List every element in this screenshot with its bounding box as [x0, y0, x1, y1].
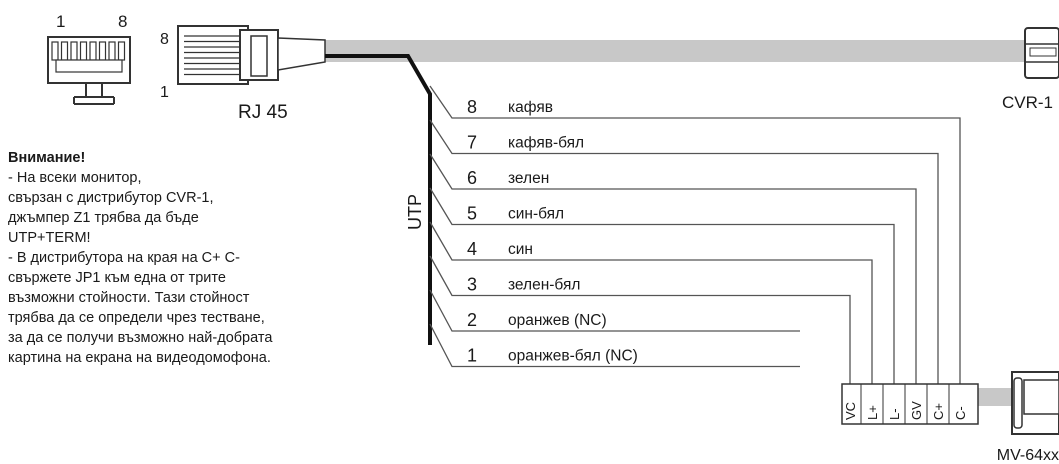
wire-color-label: кафяв [508, 99, 553, 116]
warning-title: Внимание! [8, 150, 86, 166]
cable-to-monitor [978, 388, 1012, 406]
rj45-front-view [47, 36, 131, 105]
distributor-icon [1024, 27, 1059, 79]
warning-line: свързан с дистрибутор CVR-1, [8, 190, 214, 206]
terminal-label: VC [843, 402, 858, 420]
warning-line: джъмпер Z1 трябва да бъде [8, 210, 199, 226]
warning-note: Внимание! - На всеки монитор, свързан с … [8, 148, 408, 368]
wire-line [429, 153, 917, 384]
rj45-pin [108, 41, 116, 61]
wire-number: 7 [467, 133, 477, 153]
warning-line: UTP+TERM! [8, 230, 91, 246]
warning-line: трябва да се определи чрез тестване, [8, 310, 265, 326]
rj45-pin [60, 41, 69, 61]
monitor-icon [1011, 371, 1059, 435]
wire-line [429, 221, 873, 384]
utp-label: UTP [405, 194, 425, 230]
rj45-pin [89, 41, 97, 61]
wire-line [429, 187, 895, 384]
side-pin-bottom-label: 1 [160, 84, 169, 101]
wire-color-label: син-бял [508, 206, 564, 223]
rj45-label: RJ 45 [238, 102, 288, 123]
wire-line [429, 85, 961, 384]
wire-lines: 8 кафяв 7 кафяв-бял 6 зелен 5 син-бял 4 син 3 зелен… [429, 85, 961, 384]
rj45-pin [117, 41, 126, 61]
rj45-pin [79, 41, 88, 61]
wire-number: 2 [467, 310, 477, 330]
terminal-label: L+ [865, 405, 880, 420]
wire-color-label: зелен-бял [508, 277, 580, 294]
rj45-wire-bundle [184, 35, 246, 76]
side-pin-top-label: 8 [160, 31, 169, 48]
wire-number: 5 [467, 204, 477, 224]
rj45-pin [98, 41, 107, 61]
warning-line: - На всеки монитор, [8, 170, 142, 186]
terminal-block: VC L+ L- GV C+ C- [841, 383, 979, 425]
warning-line: картина на екрана на видеодомофона. [8, 350, 271, 366]
rj45-pin [70, 41, 78, 61]
terminal-label: L- [887, 408, 902, 420]
utp-cable [325, 54, 432, 345]
terminal-label: GV [909, 401, 924, 420]
wire-number: 4 [467, 239, 477, 259]
distributor-label: CVR-1 [1002, 93, 1053, 112]
terminal-label: C+ [931, 403, 946, 420]
wire-line [429, 255, 851, 384]
wire-number: 3 [467, 275, 477, 295]
wire-color-label: син [508, 241, 533, 258]
warning-line: за да се получи възможно най-добрата [8, 330, 273, 346]
pin-first-label: 1 [56, 12, 65, 31]
wire-line [429, 289, 800, 332]
wire-number: 6 [467, 168, 477, 188]
terminal-label: C- [953, 406, 968, 420]
warning-line: възможни стойности. Тази стойност [8, 290, 250, 306]
wire-color-label: оранжев (NC) [508, 312, 607, 329]
cable-to-distributor [325, 40, 1025, 62]
monitor-label: MV-64xx [997, 447, 1059, 464]
wire-color-label: оранжев-бял (NC) [508, 348, 638, 365]
wire-line [429, 323, 800, 368]
pin-last-label: 8 [118, 12, 127, 31]
wire-number: 1 [467, 346, 477, 366]
wire-number: 8 [467, 97, 477, 117]
warning-line: свържете JP1 към една от трите [8, 270, 226, 286]
rj45-side-view [177, 25, 326, 85]
wire-line [429, 119, 939, 384]
rj45-pin [51, 41, 59, 61]
wire-color-label: зелен [508, 170, 549, 187]
wire-color-label: кафяв-бял [508, 135, 584, 152]
warning-line: - В дистрибутора на края на C+ C- [8, 250, 240, 266]
